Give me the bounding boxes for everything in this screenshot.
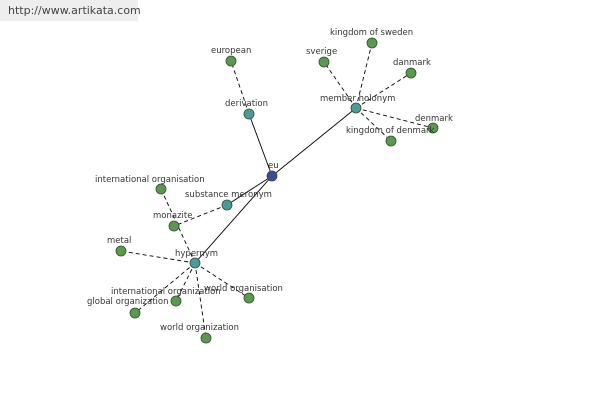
node-label-derivation[interactable]: derivation — [225, 99, 268, 109]
node-label-world-organisation[interactable]: world organisation — [204, 284, 283, 294]
edge-member-holonym-to-danmark — [355, 72, 412, 109]
node-label-world-organization[interactable]: world organization — [160, 323, 239, 333]
node-label-international-organisation[interactable]: international organisation — [95, 175, 205, 185]
node-metal[interactable] — [115, 245, 127, 257]
edge-eu-to-member-holonym — [271, 107, 357, 177]
node-global-organization[interactable] — [129, 307, 141, 319]
node-world-organization[interactable] — [200, 332, 212, 344]
node-denmark[interactable] — [427, 122, 439, 134]
node-kingdom-of-denmark[interactable] — [385, 135, 397, 147]
node-label-hypernym[interactable]: hypernym — [175, 249, 218, 259]
node-label-sverige[interactable]: sverige — [306, 47, 337, 57]
edge-member-holonym-to-kingdom-of-denmark — [355, 107, 392, 142]
edge-eu-to-derivation — [248, 113, 273, 177]
edges-layer — [120, 42, 434, 339]
edge-hypernym-to-world-organisation — [194, 262, 250, 299]
node-label-danmark[interactable]: danmark — [393, 58, 431, 68]
node-derivation[interactable] — [243, 108, 255, 120]
node-label-monazite[interactable]: monazite — [153, 211, 192, 221]
node-label-metal[interactable]: metal — [107, 236, 131, 246]
node-member-holonym[interactable] — [350, 102, 362, 114]
node-label-global-organization[interactable]: global organization — [87, 297, 168, 307]
node-label-eu[interactable]: eu — [268, 161, 279, 171]
node-danmark[interactable] — [405, 67, 417, 79]
nodes-layer — [115, 37, 439, 344]
edge-eu-to-hypernym — [194, 175, 273, 264]
labels-layer: eu derivation member holonym substance mero… — [87, 28, 453, 333]
edge-hypernym-to-metal — [120, 250, 196, 264]
edge-member-holonym-to-denmark — [355, 107, 434, 129]
edge-substance-meronym-to-monazite — [173, 204, 228, 227]
node-label-substance-meronym[interactable]: substance meronym — [185, 190, 272, 200]
edge-hypernym-to-world-organization — [194, 262, 207, 339]
edge-hypernym-to-global-organization — [134, 262, 196, 314]
node-label-denmark[interactable]: denmark — [415, 114, 453, 124]
node-sverige[interactable] — [318, 56, 330, 68]
node-label-member-holonym[interactable]: member holonym — [320, 94, 395, 104]
node-label-european[interactable]: european — [211, 46, 251, 56]
node-eu[interactable] — [266, 170, 278, 182]
node-label-kingdom-of-denmark[interactable]: kingdom of denmark — [346, 126, 435, 136]
node-hypernym[interactable] — [189, 257, 201, 269]
edge-derivation-to-european — [230, 60, 250, 115]
site-url-banner[interactable]: http://www.artikata.com — [0, 0, 141, 21]
node-substance-meronym[interactable] — [221, 199, 233, 211]
edge-eu-to-substance-meronym — [226, 175, 273, 206]
node-monazite[interactable] — [168, 220, 180, 232]
node-label-international-organization[interactable]: international organization — [111, 287, 221, 297]
node-label-kingdom-of-sweden[interactable]: kingdom of sweden — [330, 28, 413, 38]
node-european[interactable] — [225, 55, 237, 67]
node-kingdom-of-sweden[interactable] — [366, 37, 378, 49]
node-international-organisation[interactable] — [155, 183, 167, 195]
node-international-organization[interactable] — [170, 295, 182, 307]
edge-hypernym-to-international-organization — [175, 262, 196, 302]
node-world-organisation[interactable] — [243, 292, 255, 304]
edge-member-holonym-to-sverige — [323, 61, 357, 109]
